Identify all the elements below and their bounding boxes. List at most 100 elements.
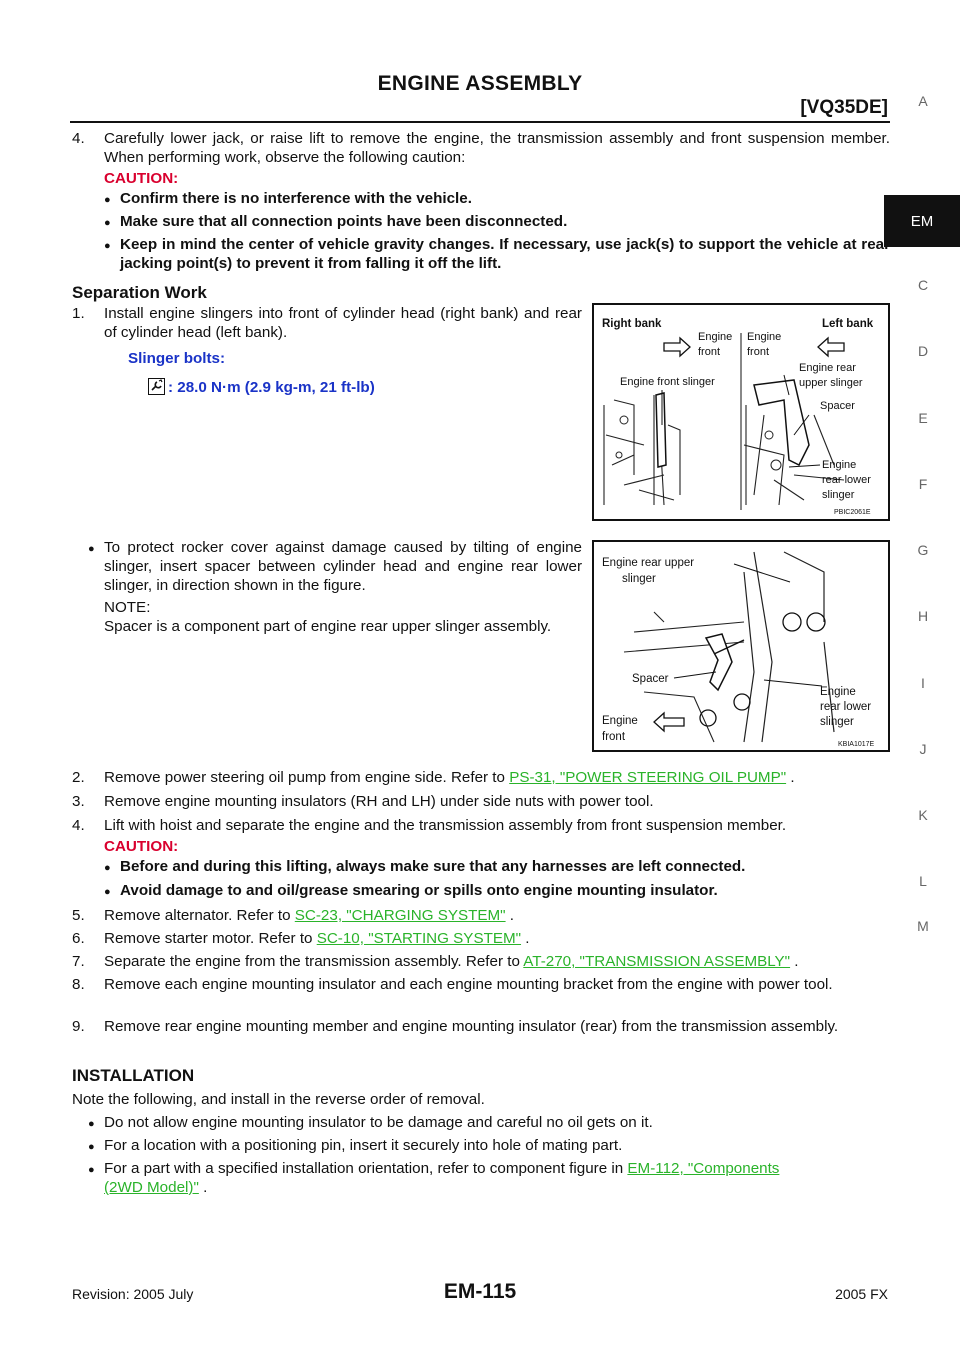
step-text: Remove power steering oil pump from engi… [104, 769, 510, 786]
ref-link-em112[interactable]: (2WD Model)" [104, 1179, 199, 1196]
label-right-bank: Right bank [602, 318, 662, 330]
step-number: 3. [72, 793, 85, 810]
step-number: 7. [72, 953, 85, 970]
label-rear-upper-slinger: Engine rear [799, 362, 856, 374]
note-label: NOTE: [104, 599, 151, 616]
step-text-end: . [505, 907, 515, 924]
side-tab-g[interactable]: G [917, 542, 929, 558]
ref-link-sc23[interactable]: SC-23, "CHARGING SYSTEM" [294, 907, 506, 924]
label-rear-lower-slinger: slinger [820, 716, 854, 728]
step-text: Remove starter motor. Refer to [104, 930, 317, 947]
step-number: 9. [72, 1018, 85, 1035]
section-heading: Separation Work [72, 283, 207, 302]
ref-link-ps31[interactable]: PS-31, "POWER STEERING OIL PUMP" [509, 769, 787, 786]
figure-code: KBIA1017E [838, 741, 875, 748]
ref-link-sc10[interactable]: SC-10, "STARTING SYSTEM" [316, 930, 522, 947]
label-engine-front: front [698, 346, 720, 358]
page-number: EM-115 [443, 1280, 517, 1303]
label-engine-front: Engine [602, 715, 638, 727]
spec-label: Slinger bolts: [128, 350, 226, 367]
ref-link-at270[interactable]: AT-270, "TRANSMISSION ASSEMBLY" [523, 953, 791, 970]
caution-item: Confirm there is no interference with th… [104, 189, 890, 210]
side-tab-em-active[interactable]: EM [884, 195, 960, 247]
figure-code: PBIC2061E [834, 509, 871, 516]
label-spacer: Spacer [632, 673, 669, 685]
bullet-text: Do not allow engine mounting insulator t… [88, 1113, 890, 1134]
engine-code: [VQ35DE] [800, 97, 888, 118]
bullet-item: For a part with a specified installation… [88, 1159, 890, 1180]
figure-spacer-position: Engine rear upper slinger Spacer Engine … [592, 540, 890, 752]
label-engine-front: front [602, 731, 626, 743]
caution-item: Avoid damage to and oil/grease smearing … [104, 881, 890, 902]
step-number: 2. [72, 769, 85, 786]
revision-date: Revision: 2005 July [72, 1286, 194, 1302]
label-rear-upper-slinger: slinger [622, 573, 656, 585]
step-text: Remove alternator. Refer to [104, 907, 295, 924]
caution-item: Before and during this lifting, always m… [104, 857, 890, 878]
torque-wrench-icon [148, 378, 165, 395]
step-number: 1. [72, 305, 85, 322]
step-number: 4. [72, 817, 85, 834]
bullet-text-end: . [198, 1179, 208, 1196]
label-rear-upper-slinger: Engine rear upper [602, 557, 694, 569]
label-engine-front-slinger: Engine front slinger [620, 376, 715, 388]
side-tab-h[interactable]: H [917, 608, 929, 624]
side-tab-i[interactable]: I [921, 675, 925, 691]
intro-text: Note the following, and install in the r… [72, 1091, 485, 1108]
caution-item: Make sure that all connection points hav… [104, 212, 890, 233]
side-tab-c[interactable]: C [917, 277, 929, 293]
bullet-text: To protect rocker cover against damage c… [88, 538, 582, 595]
ref-link-em112[interactable]: EM-112, "Components [627, 1160, 780, 1177]
header-divider [70, 121, 890, 123]
step-text: Separate the engine from the transmissio… [104, 953, 524, 970]
step-number: 6. [72, 930, 85, 947]
label-engine-front: Engine [698, 331, 732, 343]
side-tab-j[interactable]: J [919, 741, 927, 757]
caution-label: CAUTION: [104, 838, 179, 855]
step-text-end: . [786, 769, 795, 786]
step-item: Separate the engine from the transmissio… [104, 952, 890, 971]
model-year: 2005 FX [835, 1286, 888, 1302]
note-text: Spacer is a component part of engine rea… [104, 618, 552, 635]
label-rear-lower-slinger: rear lower [820, 701, 871, 713]
bullet-text: For a part with a specified installation… [104, 1160, 628, 1177]
torque-spec: : 28.0 N·m (2.9 kg-m, 21 ft-lb) [168, 379, 375, 396]
label-rear-lower-slinger: Engine [820, 686, 856, 698]
side-tab-m[interactable]: M [917, 918, 929, 934]
label-engine-front: front [747, 346, 769, 358]
caution-item: Keep in mind the center of vehicle gravi… [104, 235, 890, 273]
section-heading: INSTALLATION [72, 1066, 195, 1085]
step-text: Remove engine mounting insulators (RH an… [104, 793, 654, 810]
label-rear-lower-slinger: Engine [822, 459, 856, 471]
step-text: Lift with hoist and separate the engine … [104, 817, 787, 834]
step-text-end: . [790, 953, 799, 970]
step-item: Remove alternator. Refer to SC-23, "CHAR… [104, 906, 890, 925]
step-text: Carefully lower jack, or raise lift to r… [104, 130, 890, 166]
step-text: Remove rear engine mounting member and e… [104, 1018, 839, 1035]
step-number: 5. [72, 907, 85, 924]
figure-slinger-banks: Right bank Left bank Engine front Engine… [592, 303, 890, 521]
label-rear-upper-slinger: upper slinger [799, 377, 863, 389]
page-title: ENGINE ASSEMBLY [377, 72, 583, 95]
label-spacer: Spacer [820, 400, 855, 412]
side-tab-d[interactable]: D [917, 343, 929, 359]
step-item: Remove power steering oil pump from engi… [104, 768, 890, 787]
label-left-bank: Left bank [822, 318, 874, 330]
side-tab-l[interactable]: L [919, 873, 927, 889]
step-number: 8. [72, 976, 85, 993]
side-tab-a[interactable]: A [918, 93, 928, 109]
side-tab-k[interactable]: K [918, 807, 928, 823]
bullet-item-cont: (2WD Model)" . [104, 1178, 207, 1197]
label-rear-lower-slinger: rear lower [822, 474, 871, 486]
side-tab-e[interactable]: E [918, 410, 928, 426]
step-text: Install engine slingers into front of cy… [104, 305, 582, 341]
label-rear-lower-slinger: slinger [822, 489, 855, 501]
step-number: 4. [72, 130, 85, 147]
label-engine-front: Engine [747, 331, 781, 343]
step-item: Remove starter motor. Refer to SC-10, "S… [104, 929, 890, 948]
side-tab-f[interactable]: F [918, 476, 928, 492]
bullet-text: For a location with a positioning pin, i… [88, 1136, 890, 1157]
caution-label: CAUTION: [104, 170, 179, 187]
step-text: Remove each engine mounting insulator an… [104, 976, 833, 993]
step-text-end: . [521, 930, 530, 947]
